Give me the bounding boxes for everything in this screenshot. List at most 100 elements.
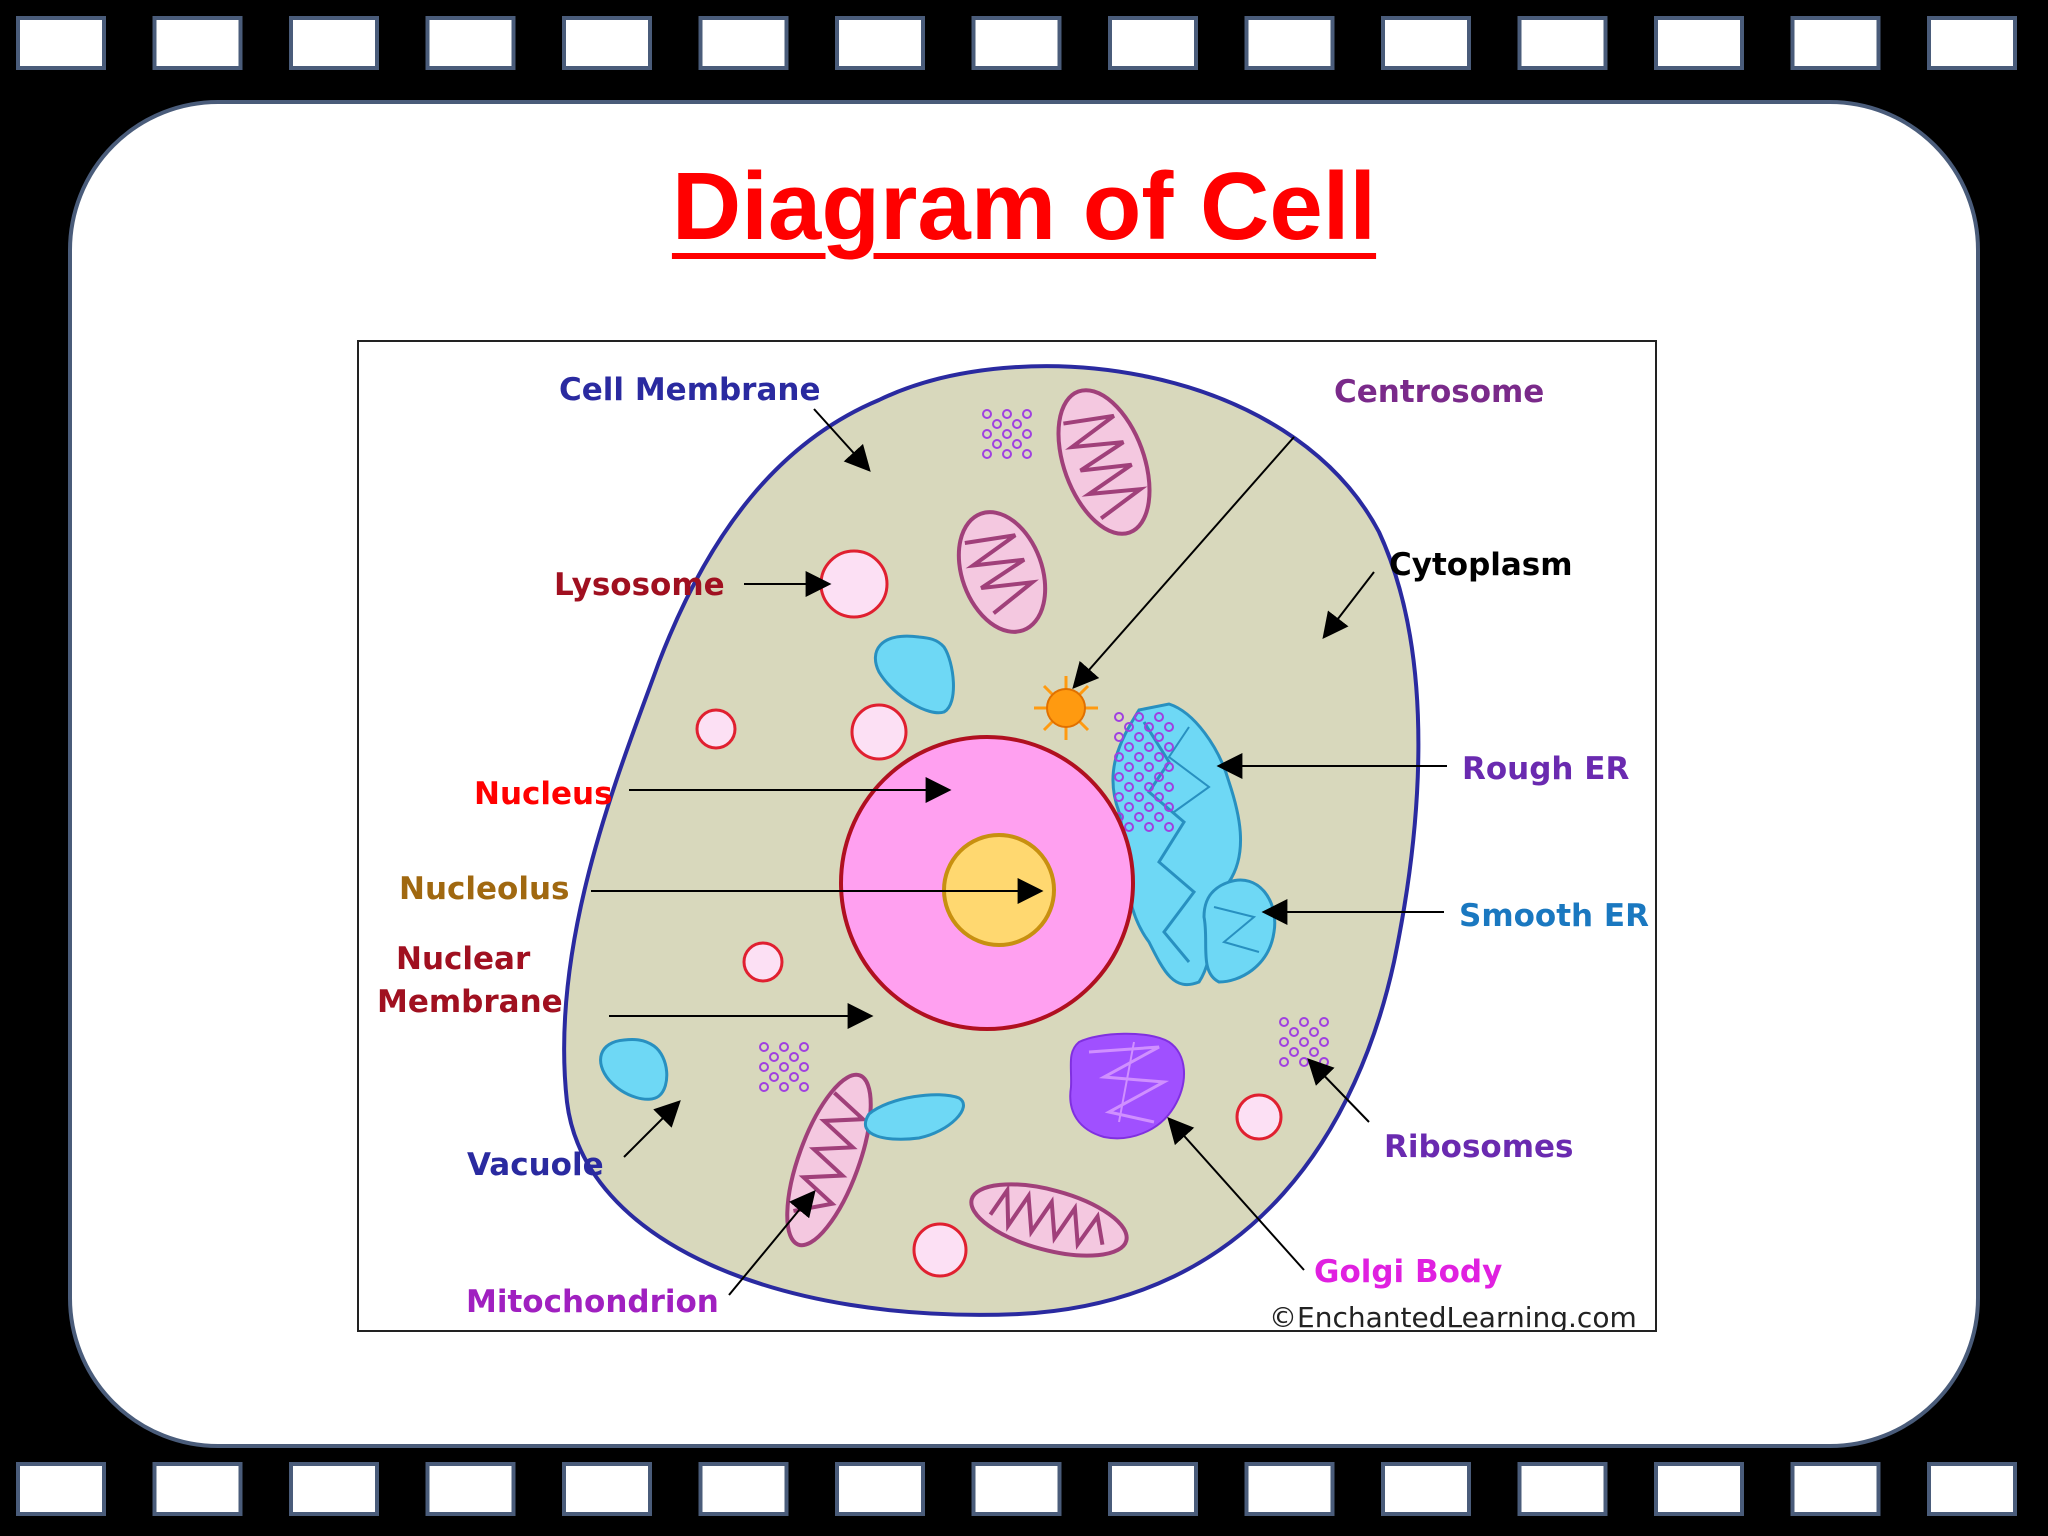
ribosome-dot [992, 439, 1002, 449]
lysosome-small [695, 708, 737, 750]
film-perforation [835, 1462, 925, 1516]
film-perforation [1381, 1462, 1471, 1516]
ribosome-dot [1012, 439, 1022, 449]
label-lysosome: Lysosome [554, 567, 725, 603]
ribosome-dot [789, 1052, 799, 1062]
ribosome-dot [769, 1072, 779, 1082]
lysosome-small [742, 941, 784, 983]
film-perforation [1517, 16, 1608, 70]
ribosome-dot [1164, 742, 1174, 752]
ribosome-dot [799, 1062, 809, 1072]
ribosome-dot [1279, 1017, 1289, 1027]
label-vacuole: Vacuole [467, 1147, 604, 1183]
mitochondrion-organelle [1056, 388, 1152, 536]
ribosome-dot [1002, 409, 1012, 419]
ribosome-dot [759, 1042, 769, 1052]
ribosome-dot [1154, 812, 1164, 822]
film-perforation [289, 16, 379, 70]
ribosome-dot [1309, 1047, 1319, 1057]
mitochondrion-organelle [956, 510, 1048, 634]
filmstrip-top [16, 16, 2017, 70]
cell-diagram-frame: Cell Membrane Centrosome Lysosome Cytopl… [357, 340, 1657, 1332]
rough-er-ribosomes [1114, 712, 1174, 832]
ribosome-dot [1114, 792, 1124, 802]
ribosome-cluster [759, 1042, 809, 1092]
label-cell-membrane: Cell Membrane [559, 372, 821, 408]
ribosome-dot [992, 419, 1002, 429]
label-centrosome: Centrosome [1334, 374, 1544, 410]
golgi-body-organelle [1069, 1032, 1186, 1140]
ribosome-dot [779, 1062, 789, 1072]
ribosome-dot [1289, 1027, 1299, 1037]
ribosome-dot [769, 1052, 779, 1062]
slide-title: Diagram of Cell [671, 153, 1377, 260]
ribosome-dot [1154, 792, 1164, 802]
ribosome-dot [1319, 1037, 1329, 1047]
ribosome-dot [1309, 1027, 1319, 1037]
film-perforation [425, 16, 516, 70]
ribosome-dot [1144, 742, 1154, 752]
film-perforation [1927, 16, 2017, 70]
ribosome-dot [1002, 449, 1012, 459]
film-perforation [1244, 16, 1335, 70]
ribosome-dot [1144, 762, 1154, 772]
ribosome-dot [1012, 419, 1022, 429]
ribosome-dot [799, 1082, 809, 1092]
film-perforation [1108, 16, 1198, 70]
lysosome-small [912, 1222, 968, 1278]
film-perforation [971, 1462, 1062, 1516]
ribosome-dot [982, 429, 992, 439]
lysosome-small [1235, 1093, 1283, 1141]
ribosome-dot [1164, 822, 1174, 832]
ribosome-dot [1289, 1047, 1299, 1057]
ribosome-dot [1114, 712, 1124, 722]
vacuole-organelle [873, 634, 955, 715]
ribosome-dot [779, 1042, 789, 1052]
film-perforation [698, 16, 789, 70]
ribosome-dot [982, 449, 992, 459]
film-perforation [1654, 16, 1744, 70]
film-perforation [698, 1462, 789, 1516]
ribosome-dot [1154, 712, 1164, 722]
ribosome-dot [1164, 782, 1174, 792]
ribosome-dot [1022, 429, 1032, 439]
ribosome-dot [799, 1042, 809, 1052]
ribosome-dot [1124, 782, 1134, 792]
label-nucleolus: Nucleolus [399, 871, 570, 907]
ribosome-dot [1144, 782, 1154, 792]
ribosome-dot [1164, 722, 1174, 732]
label-ribosomes: Ribosomes [1384, 1129, 1574, 1165]
film-perforation [971, 16, 1062, 70]
ribosome-dot [1299, 1037, 1309, 1047]
ribosome-dot [789, 1072, 799, 1082]
film-perforation [562, 1462, 652, 1516]
ribosome-dot [1164, 802, 1174, 812]
lysosome-small [850, 703, 908, 761]
ribosome-dot [779, 1082, 789, 1092]
label-mitochondrion: Mitochondrion [466, 1284, 719, 1320]
film-perforation [835, 16, 925, 70]
credit-text: ©EnchantedLearning.com [1269, 1301, 1637, 1332]
vacuole-organelle [599, 1038, 669, 1101]
centrosome-organelle [1034, 676, 1098, 740]
cell-diagram: Cell Membrane Centrosome Lysosome Cytopl… [377, 364, 1649, 1332]
film-perforation [1381, 16, 1471, 70]
label-rough-er: Rough ER [1462, 751, 1629, 787]
film-perforation [1790, 1462, 1881, 1516]
ribosome-dot [1144, 722, 1154, 732]
film-perforation [1517, 1462, 1608, 1516]
label-golgi-body: Golgi Body [1314, 1254, 1502, 1290]
ribosome-dot [1002, 429, 1012, 439]
filmstrip-bottom [16, 1462, 2017, 1516]
ribosome-cluster [1279, 1017, 1329, 1067]
film-perforation [1244, 1462, 1335, 1516]
label-nuclear-membrane-line1: Nuclear [396, 941, 531, 977]
ribosome-cluster [982, 409, 1032, 459]
ribosome-dot [1114, 752, 1124, 762]
ribosome-dot [1124, 802, 1134, 812]
ribosome-dot [1319, 1017, 1329, 1027]
ribosome-dot [1124, 822, 1134, 832]
ribosome-dot [1134, 712, 1144, 722]
pointer-lines [591, 408, 1447, 1296]
ribosome-dot [759, 1062, 769, 1072]
